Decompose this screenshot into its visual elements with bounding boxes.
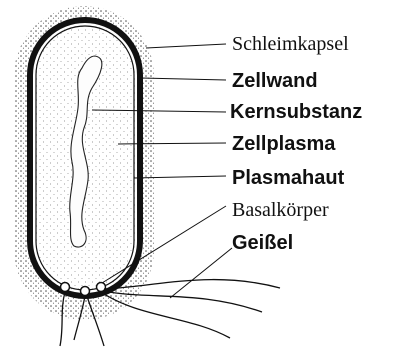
label-capsule: Schleimkapsel bbox=[232, 33, 349, 55]
leader-flagellum bbox=[170, 248, 232, 298]
label-flagellum: Geißel bbox=[232, 232, 293, 254]
label-cell-wall: Zellwand bbox=[232, 70, 318, 92]
label-cytoplasm: Zellplasma bbox=[232, 133, 336, 155]
basal-body-1 bbox=[61, 283, 70, 292]
label-basal-body: Basalkörper bbox=[232, 199, 329, 221]
label-plasma-membrane: Plasmahaut bbox=[232, 167, 345, 189]
leader-capsule bbox=[146, 44, 226, 48]
label-nucleoid: Kernsubstanz bbox=[230, 101, 362, 123]
basal-body-2 bbox=[81, 287, 90, 296]
basal-body-3 bbox=[97, 283, 106, 292]
